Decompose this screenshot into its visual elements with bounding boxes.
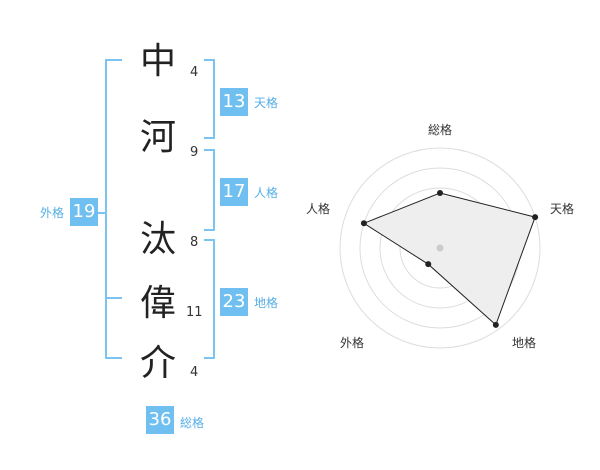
jinkaku-badge: 17: [220, 178, 248, 206]
tenkaku-bracket: [204, 59, 215, 139]
jinkaku-bracket: [204, 149, 215, 231]
chikaku-bracket: [204, 239, 215, 359]
radar-point: [492, 321, 499, 328]
radar-point: [437, 190, 443, 196]
stroke-count-1: 4: [190, 65, 199, 80]
radar-point: [425, 261, 432, 268]
stroke-count-2: 9: [190, 145, 199, 160]
radar-label-tenkaku: 天格: [550, 201, 574, 216]
gaikaku-badge: 19: [70, 198, 98, 226]
stroke-count-4: 11: [186, 305, 203, 320]
name-char-1: 中: [139, 41, 176, 82]
stroke-count-5: 4: [190, 365, 199, 380]
radar-label-gaikaku: 外格: [340, 335, 364, 350]
tenkaku-label: 天格: [254, 96, 279, 110]
soukaku-badge: 36: [146, 406, 174, 434]
radar-label-soukaku: 総格: [428, 122, 452, 137]
name-char-5: 介: [139, 343, 176, 384]
radar-label-chikaku: 地格: [512, 335, 536, 350]
chikaku-badge: 23: [220, 288, 248, 316]
radar-center-dot: [436, 244, 444, 252]
radar-label-jinkaku: 人格: [306, 201, 330, 216]
radar-point: [360, 220, 367, 227]
name-char-3: 汰: [139, 219, 176, 260]
name-char-2: 河: [139, 117, 176, 158]
jinkaku-label: 人格: [254, 186, 279, 200]
name-char-4: 偉: [139, 283, 176, 324]
stroke-count-3: 8: [190, 235, 199, 250]
radar-ring: [339, 147, 541, 349]
radar-point: [532, 214, 539, 221]
chikaku-label: 地格: [254, 296, 279, 310]
radar-shape: [362, 192, 536, 326]
gaikaku-bracket: [105, 59, 122, 359]
soukaku-label: 総格: [180, 416, 205, 430]
radar-points: [360, 190, 539, 328]
gaikaku-label: 外格: [40, 206, 65, 220]
tenkaku-badge: 13: [220, 88, 248, 116]
